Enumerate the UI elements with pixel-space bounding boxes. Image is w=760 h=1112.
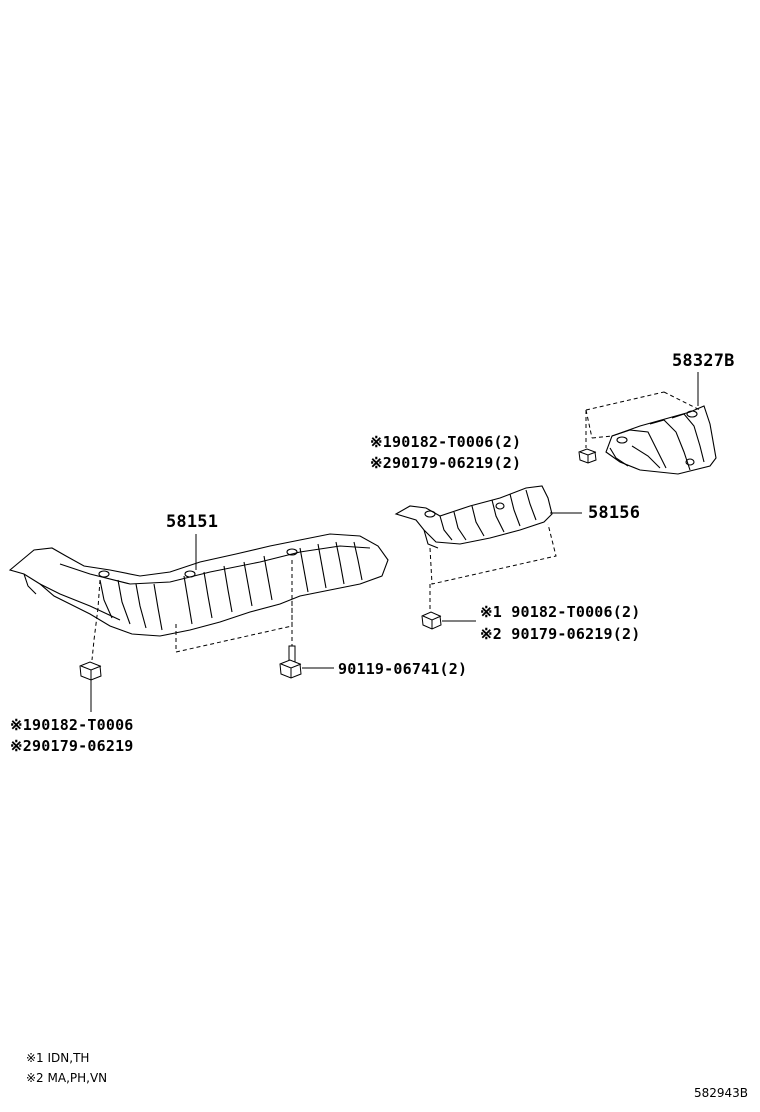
diagram-code: 582943B bbox=[694, 1086, 749, 1100]
heat-insulator-58327b bbox=[605, 405, 717, 475]
label-bolt[interactable]: 90119-06741(2) bbox=[338, 660, 468, 678]
label-mid-fastener-2[interactable]: ※2 90179-06219(2) bbox=[480, 625, 641, 643]
label-58327b[interactable]: 58327B bbox=[672, 351, 735, 371]
label-mid-fastener-1[interactable]: ※1 90182-T0006(2) bbox=[480, 603, 641, 621]
dashed-link-58156 bbox=[429, 523, 557, 612]
label-58156[interactable]: 58156 bbox=[588, 503, 641, 523]
note-region-2: ※2 MA,PH,VN bbox=[26, 1071, 108, 1085]
bolt-icon bbox=[279, 645, 302, 679]
label-left-fastener-2[interactable]: ※290179-06219 bbox=[10, 737, 134, 755]
label-upper-fastener-2[interactable]: ※290179-06219(2) bbox=[370, 454, 522, 472]
nut-mid-icon bbox=[421, 611, 442, 630]
label-58151[interactable]: 58151 bbox=[166, 512, 219, 532]
nut-upper-icon bbox=[578, 448, 597, 464]
heat-insulator-58156 bbox=[394, 485, 553, 549]
nut-left-icon bbox=[79, 661, 102, 681]
dashed-link-58151 bbox=[175, 600, 293, 653]
label-left-fastener-1[interactable]: ※190182-T0006 bbox=[10, 716, 134, 734]
note-region-1: ※1 IDN,TH bbox=[26, 1051, 90, 1065]
dashed-link-58151-left bbox=[91, 579, 101, 661]
heat-insulator-58151 bbox=[8, 533, 389, 637]
label-upper-fastener-1[interactable]: ※190182-T0006(2) bbox=[370, 433, 522, 451]
dashed-link-58327b bbox=[585, 391, 701, 439]
